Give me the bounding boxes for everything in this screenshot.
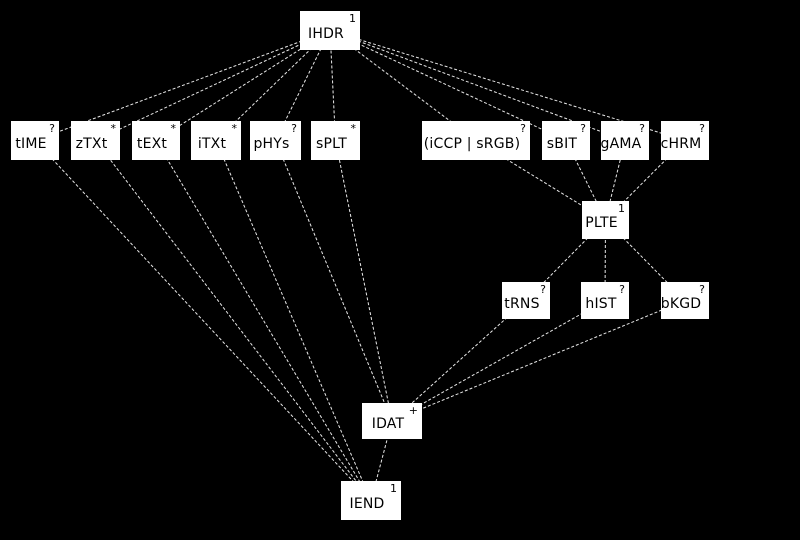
node-cHRM: cHRM ? — [661, 121, 709, 160]
node-label: IEND — [349, 495, 385, 512]
node-multiplicity: ? — [49, 122, 55, 135]
edge-pHYs-IDAT — [275, 140, 393, 422]
edge-zTXt-IEND — [95, 140, 372, 501]
edge-hIST-IDAT — [391, 300, 606, 422]
node-multiplicity: ? — [699, 122, 705, 135]
node-label: sPLT — [316, 135, 347, 152]
node-tIME: tIME ? — [11, 121, 59, 160]
edge-cHRM-PLTE — [605, 140, 686, 221]
node-IDAT: IDAT + — [362, 403, 422, 439]
node-multiplicity: * — [231, 122, 238, 135]
node-pHYs: pHYs ? — [250, 121, 301, 160]
node-multiplicity: ? — [580, 122, 586, 135]
node-label: gAMA — [600, 135, 642, 152]
node-label: iTXt — [197, 135, 227, 152]
node-label: pHYs — [253, 135, 290, 152]
edge-iTXt-IEND — [215, 140, 372, 501]
node-iTXt: iTXt * — [191, 121, 241, 160]
node-label: tEXt — [136, 135, 168, 152]
edge-PLTE-tRNS — [525, 219, 606, 301]
node-multiplicity: 1 — [349, 12, 356, 25]
node-zTXt: zTXt * — [71, 121, 120, 160]
node-multiplicity: * — [350, 122, 357, 135]
node-label: IDAT — [371, 416, 405, 432]
node-label: zTXt — [75, 135, 108, 152]
node-multiplicity: 1 — [390, 482, 397, 495]
node-multiplicity: * — [170, 122, 177, 135]
edge-tIME-IEND — [34, 140, 372, 501]
node-multiplicity: * — [110, 122, 117, 135]
node-label: cHRM — [660, 135, 702, 152]
node-label: tIME — [15, 135, 47, 152]
edge-tEXt-IEND — [155, 140, 372, 501]
node-label: (iCCP | sRGB) — [423, 135, 521, 152]
node-multiplicity: ? — [520, 122, 526, 135]
node-label: sBIT — [546, 135, 578, 152]
edge-gAMA-PLTE — [605, 140, 626, 221]
edge-IDAT-IEND — [370, 420, 393, 501]
node-IEND: IEND 1 — [341, 481, 401, 520]
node-multiplicity: + — [408, 404, 418, 417]
node-PLTE: PLTE 1 — [582, 201, 629, 239]
node-multiplicity: ? — [291, 122, 297, 135]
node-multiplicity: ? — [540, 283, 546, 296]
node-label: PLTE — [585, 215, 618, 231]
node-sPLT: sPLT * — [311, 121, 360, 160]
node-multiplicity: ? — [639, 122, 645, 135]
edge-sPLT-IDAT — [335, 140, 393, 422]
node-label: tRNS — [504, 295, 540, 312]
edge-IHDR-cHRM — [329, 30, 686, 141]
edge-bKGD-IDAT — [391, 300, 686, 422]
node-label: IHDR — [308, 25, 344, 42]
node-sBIT: sBIT ? — [542, 121, 590, 160]
node-multiplicity: 1 — [618, 202, 625, 215]
node-bKGD: bKGD ? — [661, 282, 709, 319]
node-iCCP_sRGB: (iCCP | sRGB) ? — [422, 121, 530, 160]
edge-IHDR-tEXt — [155, 30, 331, 141]
node-gAMA: gAMA ? — [601, 121, 649, 160]
node-hIST: hIST ? — [581, 282, 629, 319]
edge-tRNS-IDAT — [391, 300, 527, 422]
node-tRNS: tRNS ? — [502, 282, 550, 319]
node-multiplicity: ? — [699, 283, 705, 296]
node-multiplicity: ? — [619, 283, 625, 296]
edge-PLTE-bKGD — [605, 219, 686, 301]
node-IHDR: IHDR 1 — [300, 11, 360, 50]
node-tEXt: tEXt * — [132, 121, 180, 160]
node-label: bKGD — [660, 295, 702, 312]
node-label: hIST — [585, 295, 617, 312]
